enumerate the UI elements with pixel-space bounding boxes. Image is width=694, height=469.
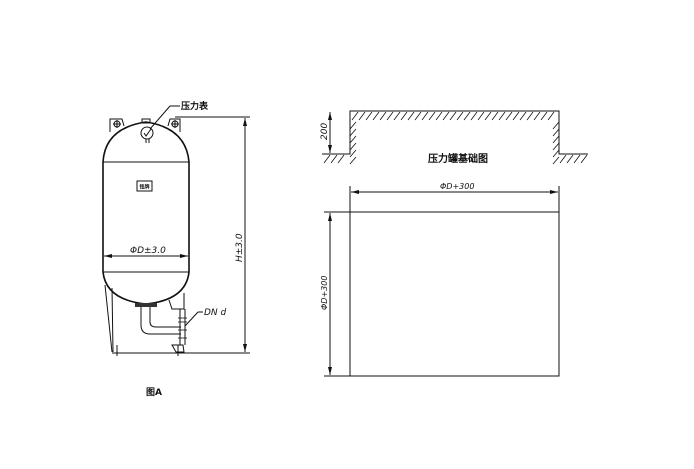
tank-support-legs [104, 284, 185, 356]
hatch-line [552, 156, 560, 165]
hatch-line [372, 111, 380, 121]
tank-body [102, 121, 190, 305]
bottom-flange [135, 303, 157, 307]
hatch-line [470, 111, 478, 121]
pressure-gauge-icon [140, 105, 180, 143]
hatch-line [414, 111, 422, 121]
hatch-line [552, 149, 560, 158]
outlet-valve [171, 309, 187, 353]
hatch-line [323, 154, 331, 164]
nameplate [136, 180, 153, 192]
hatch-line [552, 121, 560, 130]
hatch-line [449, 111, 457, 121]
hatch-line [498, 111, 506, 121]
hatch-line [386, 111, 394, 121]
hatch-line [349, 156, 357, 165]
hatch-line [463, 111, 471, 121]
outlet-pipe [140, 307, 181, 335]
hatch-line [358, 111, 366, 121]
hatch-line [512, 111, 520, 121]
length-label: ΦD+300 [320, 276, 329, 310]
hatch-line [351, 111, 359, 121]
hatch-line [393, 111, 401, 121]
hatch-line [349, 135, 357, 144]
hatch-line [349, 142, 357, 151]
hatch-line [421, 111, 429, 121]
hatch-line [552, 128, 560, 137]
hatch-line [559, 154, 567, 164]
outlet-label: DN d [204, 308, 227, 318]
hatch-line [566, 154, 574, 164]
hatch-line [400, 111, 408, 121]
hatch-line [547, 111, 555, 121]
nameplate-label: 铭牌 [140, 184, 150, 191]
hatch-line [407, 111, 415, 121]
hatch-line [505, 111, 513, 121]
lifting-lug-right [167, 118, 181, 132]
tank-elevation: 压力表 铭牌 ΦD±3.0 DN d H±3.0 图A [102, 100, 250, 398]
ground-hatching [323, 111, 588, 165]
pressure-gauge-label: 压力表 [181, 100, 209, 112]
hatch-line [552, 142, 560, 151]
hatch-line [580, 154, 588, 164]
hatch-line [540, 111, 548, 121]
hatch-line [365, 111, 373, 121]
hatch-line [491, 111, 499, 121]
hatch-line [484, 111, 492, 121]
diameter-label: ΦD±3.0 [130, 246, 166, 256]
hatch-line [573, 154, 581, 164]
lifting-lug-left [109, 118, 125, 132]
hatch-line [349, 128, 357, 137]
hatch-line [477, 111, 485, 121]
hatch-line [552, 135, 560, 144]
foundation-plan-rect [349, 211, 560, 377]
hatch-line [379, 111, 387, 121]
hatch-line [519, 111, 527, 121]
foundation-section: 200 压力罐基础图 ΦD+300 ΦD+300 [320, 110, 588, 377]
hatch-line [442, 111, 450, 121]
hatch-line [428, 111, 436, 121]
hatch-line [337, 154, 345, 164]
hatch-line [526, 111, 534, 121]
hatch-line [330, 154, 338, 164]
hatch-line [349, 149, 357, 158]
width-label: ΦD+300 [440, 182, 474, 191]
depth-label: 200 [320, 123, 330, 140]
height-label: H±3.0 [235, 233, 245, 262]
foundation-title: 压力罐基础图 [428, 152, 488, 165]
hatch-line [349, 121, 357, 130]
figure-caption: 图A [146, 387, 162, 398]
hatch-line [533, 111, 541, 121]
hatch-line [456, 111, 464, 121]
top-nozzle [141, 118, 151, 124]
hatch-line [435, 111, 443, 121]
